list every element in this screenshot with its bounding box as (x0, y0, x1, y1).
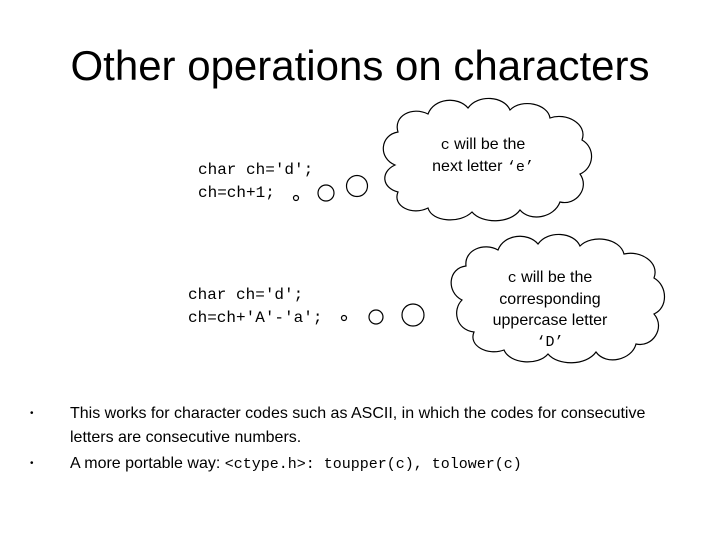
example1-bubble-line1: c will be the (398, 134, 568, 156)
example2-trail-dot-small (340, 314, 348, 322)
example2-thought-cloud (450, 233, 666, 364)
bullet-text-1: This works for character codes such as A… (70, 405, 646, 446)
example2-trail-dot-medium (368, 309, 384, 325)
example1-bubble-line2-text: next letter (432, 158, 507, 175)
example1-trail-dot-large (345, 174, 369, 198)
bullet2-code-header: <ctype.h> (224, 456, 306, 473)
example2-bubble-line2: corresponding (499, 291, 601, 308)
bullet-icon: • (30, 408, 34, 419)
list-item: • A more portable way: <ctype.h>: touppe… (30, 452, 670, 477)
example1-bubble-text: c will be the next letter ‘e’ (398, 134, 568, 178)
example2-bubble-line4: ‘D’ (470, 331, 630, 353)
example1-bubble-var: c (440, 137, 450, 154)
slide-title: Other operations on characters (70, 42, 650, 89)
bullet2-prefix: A more portable way: (70, 455, 225, 472)
example2-bubble-line4-code: ‘D’ (536, 334, 564, 351)
example1-code: char ch='d'; ch=ch+1; (198, 159, 313, 205)
example2-bubble-line1: c will be the (470, 267, 630, 289)
example2-trail-dot-large (401, 303, 425, 327)
example2-bubble-line1-rest: will be the (516, 269, 593, 286)
example2-code-line1: char ch='d'; (188, 286, 304, 304)
bullet-list: • This works for character codes such as… (30, 402, 670, 479)
example2-bubble-var: c (507, 270, 517, 287)
example1-bubble-line2-code: ‘e’ (506, 159, 534, 176)
example1-code-line1: char ch='d'; (198, 161, 314, 179)
example2-code-line2: ch=ch+'A'-'a'; (188, 309, 323, 327)
example1-code-line2: ch=ch+1; (198, 184, 275, 202)
example2-bubble-line3: uppercase letter (492, 312, 608, 329)
bullet2-code-functions: toupper(c), tolower(c) (323, 456, 522, 473)
example2-bubble-text: c will be the corresponding uppercase le… (470, 267, 630, 353)
example2-code: char ch='d'; ch=ch+'A'-'a'; (188, 284, 322, 330)
bullet2-colon: : (305, 456, 324, 473)
bullet-icon: • (30, 458, 34, 469)
bullet-text-2: A more portable way: <ctype.h>: toupper(… (70, 452, 670, 477)
example1-thought-cloud (382, 97, 593, 222)
example1-trail-dot-medium (317, 184, 335, 202)
list-item: • This works for character codes such as… (30, 402, 670, 450)
example1-bubble-line1-rest: will be the (449, 136, 526, 153)
example1-trail-dot-small (292, 194, 300, 202)
example1-bubble-line2: next letter ‘e’ (398, 156, 568, 178)
